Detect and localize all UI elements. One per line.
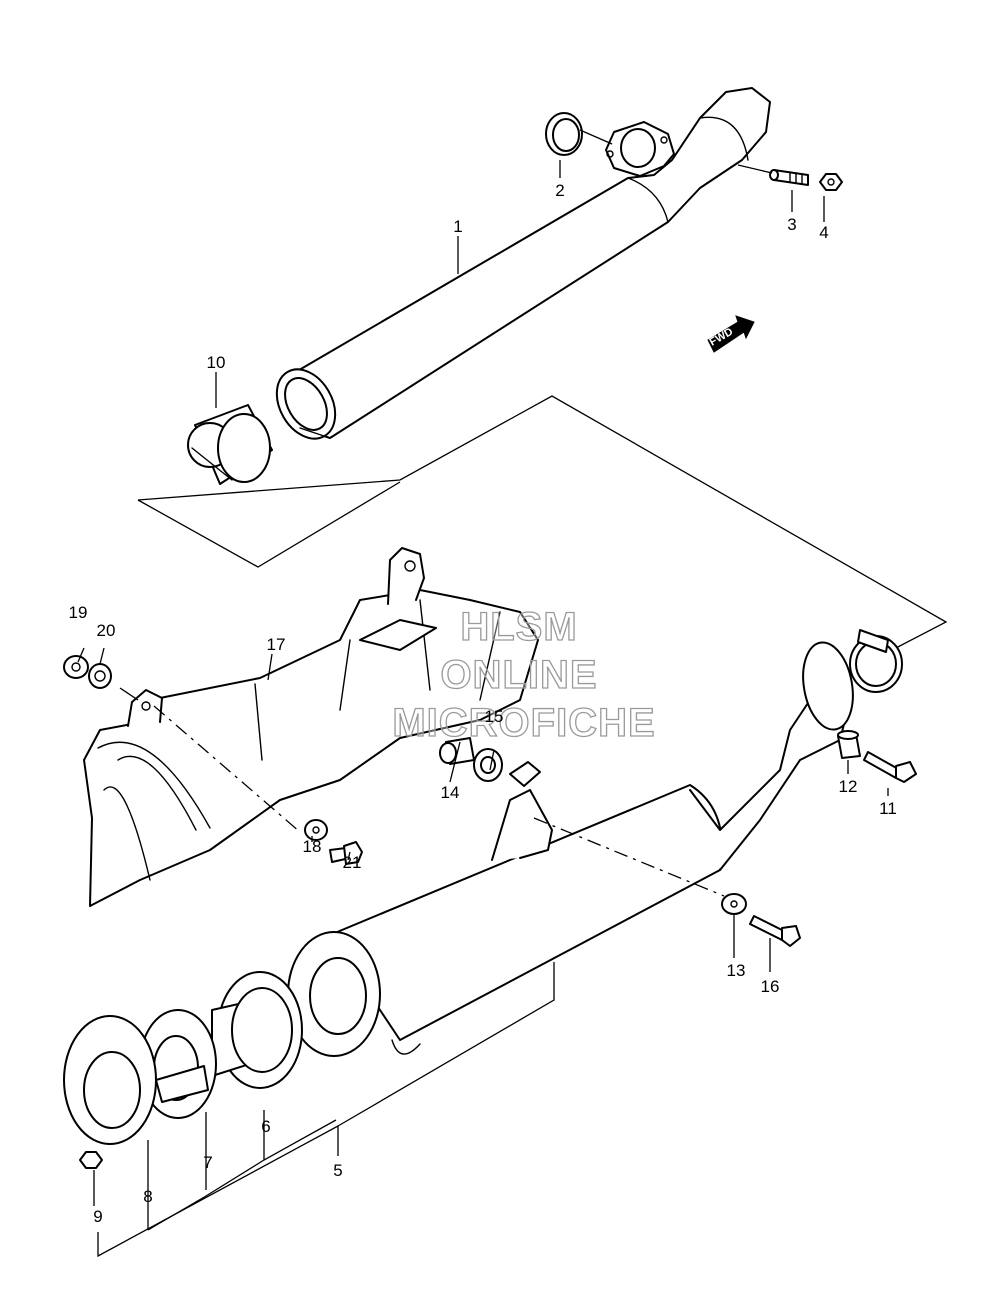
callout-14: 14 (441, 783, 460, 802)
callout-17: 17 (267, 635, 286, 654)
clamp-hose (849, 629, 903, 693)
callout-5: 5 (333, 1161, 342, 1180)
callout-18: 18 (303, 837, 322, 856)
bolt-9 (79, 1151, 103, 1169)
exhaust-pipe (275, 87, 771, 440)
end-cap-8 (63, 1015, 157, 1145)
callout-13: 13 (727, 961, 746, 980)
callout-6: 6 (261, 1117, 270, 1136)
bolt-16 (749, 915, 801, 947)
collar-12 (837, 730, 861, 759)
bolt-21 (329, 841, 363, 865)
watermark-line-1: HLSM (460, 605, 577, 649)
callout-9: 9 (93, 1207, 102, 1226)
muffler-5 (287, 641, 854, 1057)
washer-18 (304, 819, 328, 841)
washer-19 (63, 655, 89, 679)
callout-21: 21 (343, 853, 362, 872)
callout-2: 2 (555, 181, 564, 200)
callout-3: 3 (787, 215, 796, 234)
cushion-15 (473, 748, 503, 782)
callout-8: 8 (143, 1187, 152, 1206)
callout-16: 16 (761, 977, 780, 996)
forward-arrow-icon: FWD (707, 315, 755, 353)
watermark-line-3: MICROFICHE (392, 701, 655, 745)
exhaust-flange (605, 121, 675, 177)
exhaust-sleeve-10 (187, 404, 273, 485)
washer-13 (721, 893, 747, 915)
callout-4: 4 (819, 223, 828, 242)
bolt-11 (863, 751, 917, 783)
callout-20: 20 (97, 621, 116, 640)
nut-4 (819, 173, 843, 191)
stud-3 (769, 169, 809, 186)
callout-10: 10 (207, 353, 226, 372)
heat-shield-17 (83, 547, 539, 907)
watermark-line-2: ONLINE (440, 653, 597, 697)
callout-19: 19 (69, 603, 88, 622)
flange-7 (139, 1009, 217, 1119)
callout-15: 15 (485, 707, 504, 726)
callout-7: 7 (203, 1153, 212, 1172)
callout-11: 11 (879, 799, 897, 818)
bush-20 (88, 663, 112, 689)
spacer-14 (439, 737, 475, 765)
gasket-6 (211, 971, 303, 1089)
callout-12: 12 (839, 777, 858, 796)
callout-1: 1 (453, 217, 462, 236)
gasket-2 (545, 112, 583, 156)
